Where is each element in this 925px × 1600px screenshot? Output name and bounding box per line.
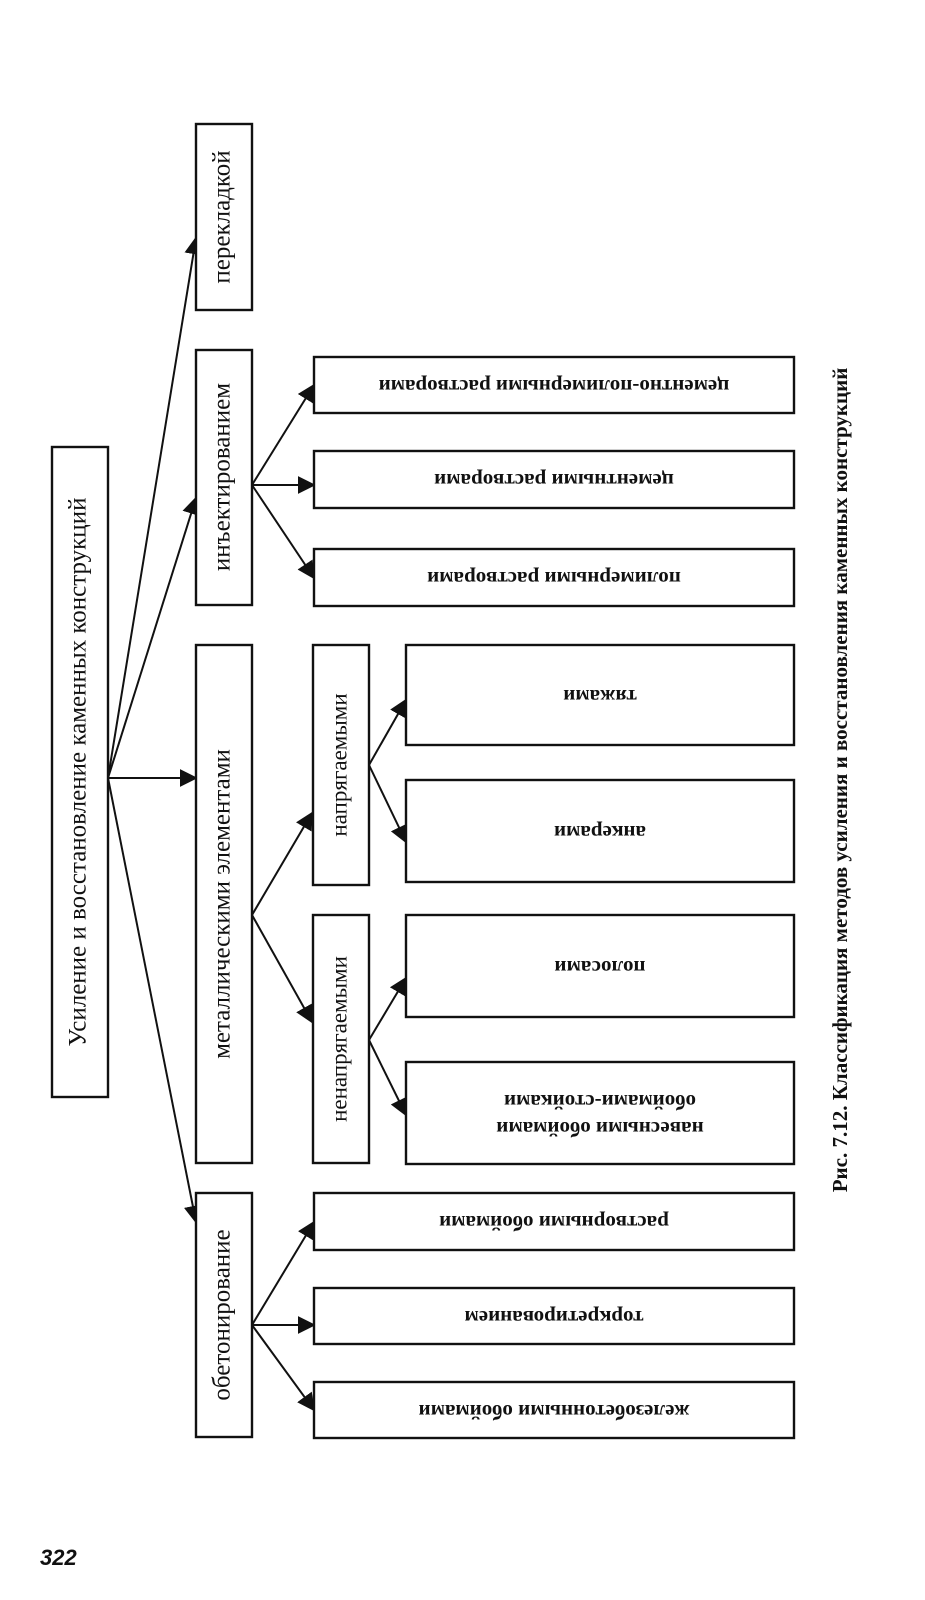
category-metal: металлическими элементами bbox=[194, 643, 254, 1165]
category-concrete-label: обетонирование bbox=[209, 1229, 236, 1400]
leaf-hanging-line2: обоймами-стойками bbox=[504, 1090, 696, 1114]
leaf-shotcrete-label: торкретированием bbox=[464, 1306, 643, 1330]
leaf-shotcrete: торкретированием bbox=[312, 1286, 796, 1346]
leaf-mortar-label: растворными обоймами bbox=[439, 1211, 669, 1235]
leaf-rc-jackets-label: железобетонными обоймами bbox=[419, 1400, 690, 1424]
leaf-anchors-label: анкерами bbox=[554, 821, 646, 845]
figure-caption: Рис. 7.12. Классификация методов усилени… bbox=[828, 368, 852, 1193]
leaf-anchors: анкерами bbox=[404, 778, 796, 884]
leaf-ties: тяжами bbox=[404, 643, 796, 747]
leaf-ties-label: тяжами bbox=[563, 685, 637, 709]
edge-metal-tensioned bbox=[251, 811, 313, 916]
category-peregladkoy: перекладкой bbox=[194, 122, 254, 312]
leaf-rc-jackets: железобетонными обоймами bbox=[312, 1380, 796, 1440]
category-peregladkoy-label: перекладкой bbox=[209, 150, 236, 283]
leaf-hanging-line1: навесными обоймами bbox=[496, 1117, 703, 1141]
edge-untensioned-hanging bbox=[368, 1039, 407, 1117]
edge-root-injection bbox=[107, 496, 200, 779]
subcategory-tensioned: напрягаемыми bbox=[311, 643, 371, 887]
leaf-mortar-jackets: растворными обоймами bbox=[312, 1191, 796, 1252]
leaf-polymer: полимерными растворами bbox=[312, 547, 796, 608]
edge-concrete-mortar bbox=[251, 1220, 315, 1326]
edge-tensioned-ties bbox=[368, 698, 407, 766]
edge-tensioned-anchors bbox=[368, 764, 408, 844]
edge-concrete-rc bbox=[251, 1324, 316, 1412]
subcategory-untensioned-label: ненапрягаемыми bbox=[326, 956, 351, 1122]
edge-injection-cement-polymer bbox=[251, 383, 315, 486]
page-number: 322 bbox=[40, 1545, 77, 1570]
edge-untensioned-strips bbox=[368, 976, 407, 1041]
edge-injection-polymer bbox=[251, 484, 315, 580]
leaf-strips: полосами bbox=[404, 913, 796, 1019]
edge-root-peregladkoy bbox=[107, 236, 203, 779]
subcategory-tensioned-label: напрягаемыми bbox=[326, 693, 351, 836]
category-concrete: обетонирование bbox=[194, 1191, 254, 1439]
edge-metal-untensioned bbox=[251, 914, 313, 1024]
leaf-strips-label: полосами bbox=[554, 956, 645, 980]
root-label: Усиление и восстановление каменных конст… bbox=[65, 498, 92, 1047]
category-injection: инъектированием bbox=[194, 348, 254, 607]
edge-root-concrete bbox=[107, 777, 202, 1224]
leaf-cement-polymer-label: цементно-полимерными растворами bbox=[379, 375, 730, 399]
leaf-cement: цементными растворами bbox=[312, 449, 796, 510]
category-metal-label: металлическими элементами bbox=[209, 749, 236, 1059]
category-injection-label: инъектированием bbox=[209, 383, 236, 571]
leaf-polymer-label: полимерными растворами bbox=[427, 567, 681, 591]
subcategory-untensioned: ненапрягаемыми bbox=[311, 913, 371, 1165]
leaf-hanging-jackets: навесными обоймами обоймами-стойками bbox=[404, 1060, 796, 1166]
leaf-cement-label: цементными растворами bbox=[434, 469, 674, 493]
leaf-cement-polymer: цементно-полимерными растворами bbox=[312, 355, 796, 415]
root-node: Усиление и восстановление каменных конст… bbox=[50, 445, 110, 1099]
